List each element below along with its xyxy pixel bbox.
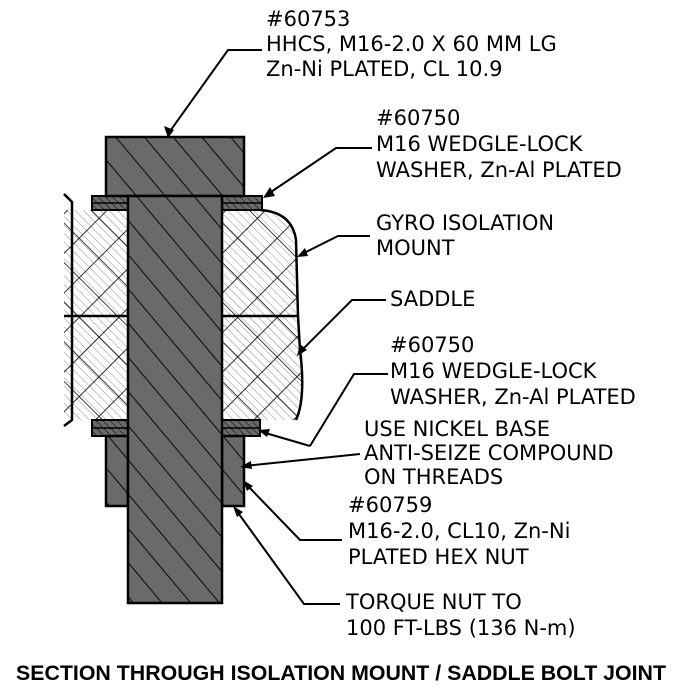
anti-seize-line3: ON THREADS <box>364 465 503 489</box>
right-saddle <box>222 315 304 421</box>
drawing-caption: SECTION THROUGH ISOLATION MOUNT / SADDLE… <box>16 662 666 685</box>
left-gyro-mount <box>63 193 128 316</box>
callout-lower-washer: #60750 M16 WEDGLE-LOCK WASHER, Zn-Al PLA… <box>390 333 636 409</box>
lower-washer-line1: M16 WEDGLE-LOCK <box>390 359 598 383</box>
anti-seize-line1: USE NICKEL BASE <box>364 417 550 441</box>
right-gyro-mount <box>222 208 300 317</box>
callout-bolt: #60753 HHCS, M16-2.0 X 60 MM LG Zn-Ni PL… <box>266 7 557 81</box>
bolt-spec-line1: HHCS, M16-2.0 X 60 MM LG <box>266 32 557 56</box>
gyro-mount-line2: MOUNT <box>376 236 455 260</box>
callout-nut: #60759 M16-2.0, CL10, Zn-Ni PLATED HEX N… <box>348 493 570 569</box>
bolt-part-number: #60753 <box>266 7 350 31</box>
upper-washer-line2: WASHER, Zn-Al PLATED <box>376 158 622 182</box>
left-saddle <box>63 316 128 427</box>
callout-upper-washer: #60750 M16 WEDGLE-LOCK WASHER, Zn-Al PLA… <box>376 106 622 182</box>
lower-washer-part-number: #60750 <box>390 333 474 357</box>
hex-head-cap-screw <box>104 135 246 605</box>
leader-lines <box>164 49 388 605</box>
saddle-label: SADDLE <box>390 287 475 311</box>
callout-torque: TORQUE NUT TO 100 FT-LBS (136 N-m) <box>345 590 576 640</box>
torque-line2: 100 FT-LBS (136 N-m) <box>346 616 576 640</box>
upper-washer-line1: M16 WEDGLE-LOCK <box>376 132 584 156</box>
anti-seize-line2: ANTI-SEIZE COMPOUND <box>364 441 614 465</box>
callout-gyro-mount: GYRO ISOLATION MOUNT <box>376 211 554 260</box>
callout-anti-seize: USE NICKEL BASE ANTI-SEIZE COMPOUND ON T… <box>364 417 614 489</box>
gyro-mount-line1: GYRO ISOLATION <box>376 211 554 235</box>
callout-saddle: SADDLE <box>390 287 475 311</box>
torque-line1: TORQUE NUT TO <box>345 590 522 614</box>
lower-washer-line2: WASHER, Zn-Al PLATED <box>390 385 636 409</box>
bolt-spec-line2: Zn-Ni PLATED, CL 10.9 <box>266 57 503 81</box>
nut-line2: PLATED HEX NUT <box>348 545 529 569</box>
nut-line1: M16-2.0, CL10, Zn-Ni <box>348 519 570 543</box>
upper-washer-part-number: #60750 <box>376 106 460 130</box>
nut-part-number: #60759 <box>348 493 432 517</box>
